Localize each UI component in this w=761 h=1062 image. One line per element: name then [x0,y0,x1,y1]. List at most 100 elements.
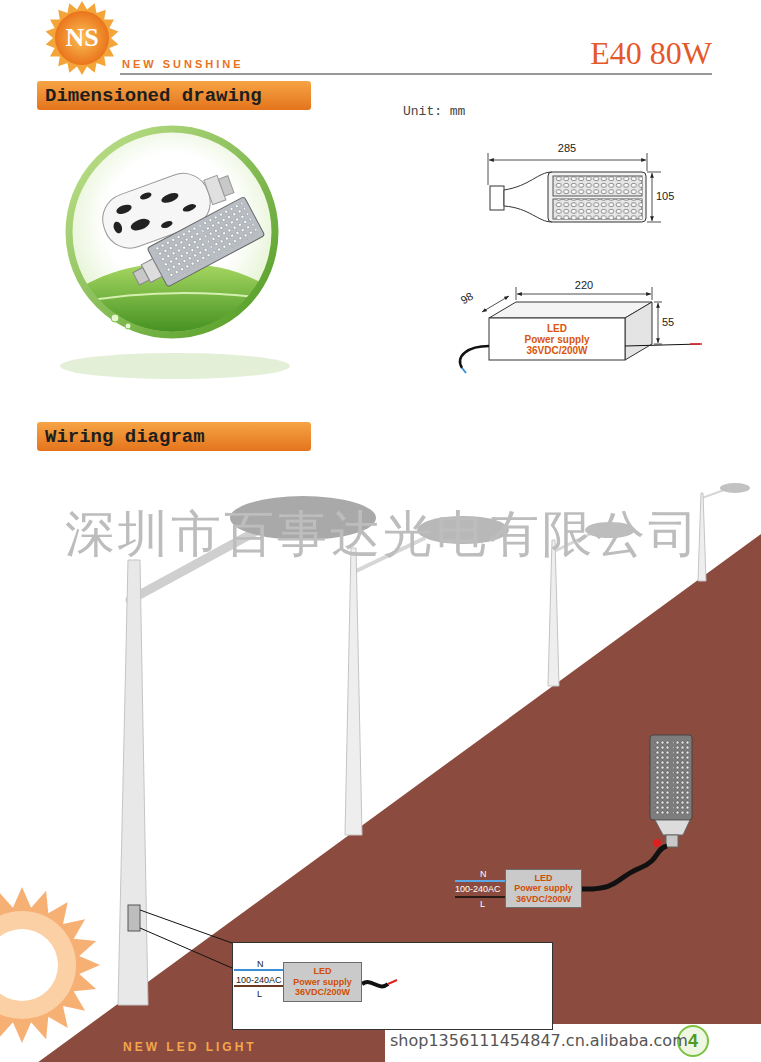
wire [582,846,667,889]
led-lamp [650,735,692,820]
power-supply-drawing [462,368,466,373]
watermark: 深圳市百事达光电有限公司 [65,505,701,563]
hillside [0,534,761,1062]
product-photo [115,203,133,216]
logo-sun: NS [57,15,107,61]
box-text: LED [535,873,553,884]
dimension-line [489,160,646,161]
box-text: LED [314,966,332,977]
lamp-top-view [548,172,646,222]
lamp-top-view [553,199,642,219]
inset-panel [140,910,232,943]
dimension-value: 98 [459,290,476,307]
box-text: Wiring diagram [45,426,205,448]
lamp-top-view [504,172,552,222]
dimension-line [654,302,662,303]
dimension-line [647,153,648,171]
page-title: E40 80W [590,36,712,70]
street-pole [118,560,148,1005]
voltage-label: 100-240AC [236,975,282,985]
wire-label: L [257,989,262,999]
section-band: Wiring diagram [37,422,311,451]
lamp-top-view [490,172,646,222]
product-photo [111,314,119,322]
power-supply-box: LEDPower supply36VDC/200W [505,869,582,908]
wire-label: N [480,869,487,879]
product-photo [69,129,275,335]
dimension-line [488,153,489,185]
led-lamp [650,735,692,847]
box-text: LED [547,323,567,334]
wire-label: N [257,959,264,969]
inset-panel [140,928,232,968]
box-text: 36VDC/200W [516,894,571,905]
power-supply-drawing [625,344,700,346]
led-lamp [673,740,689,815]
product-photo [112,220,124,234]
dimension-line [652,287,653,300]
wire [455,880,505,882]
product-photo [60,353,290,379]
inset-panel [232,942,553,1030]
box-text: Dimensioned drawing [45,85,262,107]
product-photo [139,191,152,201]
brand-name: NEW SUNSHINE [122,58,244,71]
inset-panel [388,980,397,984]
led-lamp [653,839,661,847]
street-pole [345,548,362,835]
footer-slogan: NEW LED LIGHT [123,1040,257,1054]
sun-decoration [0,887,100,1043]
power-supply-drawing [489,318,625,360]
box-text: 36VDC/200W [295,987,350,998]
voltage-label: 100-240AC [455,884,501,894]
inset-panel: N 100-240AC L LEDPower supply36VDC/200W [232,942,553,1030]
wire [455,896,505,898]
inset-panel [140,910,553,1030]
box-text: Power supply [293,977,352,988]
power-supply-drawing [489,302,652,318]
product-photo [182,203,197,213]
inset-panel [234,985,283,987]
box-text: 36VDC/200W [526,345,587,356]
lamp-top-view [553,176,642,196]
header-rule [120,73,712,74]
section-band: Dimensioned drawing [37,81,311,110]
hillside [0,534,761,1062]
lamp-top-view [553,199,642,219]
led-lamp [655,820,690,835]
dimension-line [654,344,662,345]
power-supply-box: LEDPower supply36VDC/200W [283,962,362,1002]
dimension-line [658,303,659,343]
wire-label: L [480,899,485,909]
power-supply-drawing [460,302,702,373]
dimension-line [647,222,661,223]
logo-sun [55,11,109,65]
inset-panel [234,969,283,971]
lamp-top-view [490,186,504,210]
product-photo [218,176,234,196]
dimension-value: 55 [662,316,674,329]
dimension-line [652,173,653,221]
led-lamp [654,740,670,815]
product-photo [60,129,290,379]
dimension-line [517,294,651,295]
dimension-value: 105 [656,190,674,203]
box-text: Power supply [524,334,589,345]
lamp-top-view [553,176,642,196]
product-photo [160,220,173,230]
inset-panel [362,982,388,986]
product-photo [129,217,151,233]
power-supply-drawing [460,346,489,368]
product-photo [133,268,149,286]
sun-decoration [0,911,76,1019]
box-text: Power supply [514,883,573,894]
unit-note: Unit: mm [403,104,465,119]
dimension-line [647,172,661,173]
street-pole [128,905,140,931]
product-photo [125,323,131,329]
product-photo [153,227,212,281]
product-photo [147,197,265,287]
product-photo [160,191,180,205]
sun-decoration [0,887,100,1043]
power-supply-box: LEDPower supply36VDC/200W [489,318,625,360]
